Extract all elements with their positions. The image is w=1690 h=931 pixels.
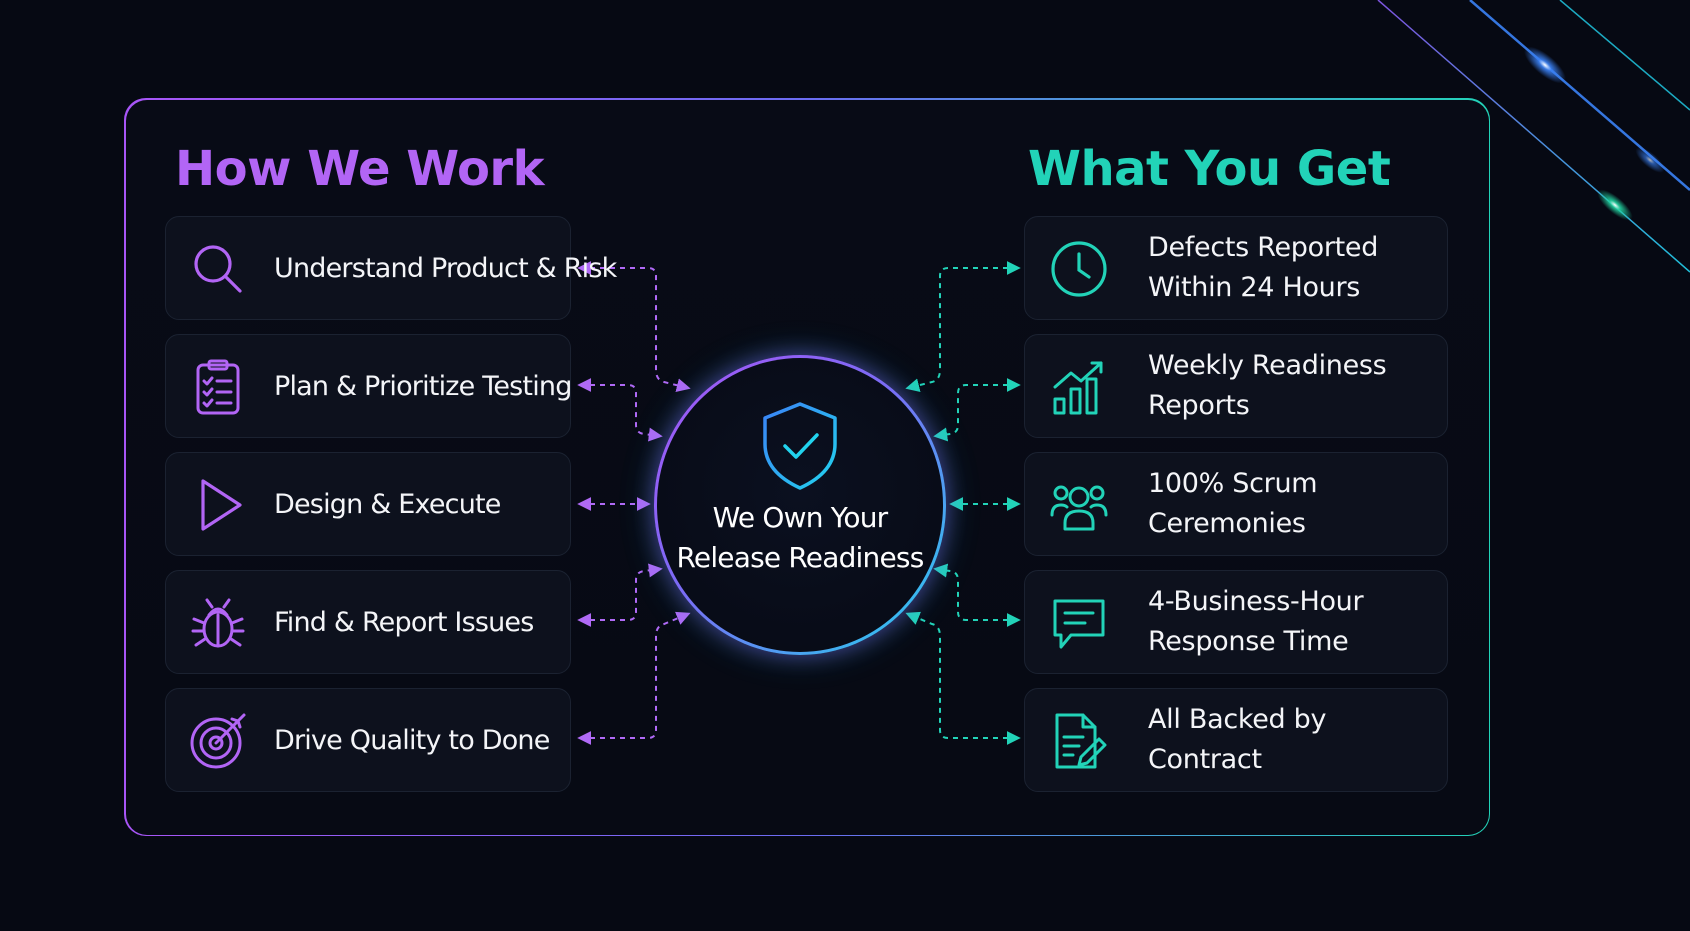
right-card-weekly: Weekly Readiness Reports (1024, 334, 1448, 438)
chat-bubble-icon (1049, 593, 1109, 653)
what-you-get-title: What You Get (1028, 141, 1391, 197)
left-card-label: Plan & Prioritize Testing (274, 370, 572, 402)
play-icon (188, 475, 248, 535)
signed-document-icon (1049, 711, 1109, 771)
right-card-line1: 100% Scrum (1148, 468, 1318, 499)
left-card-find: Find & Report Issues (165, 570, 571, 674)
center-text-line1: We Own Your (712, 501, 889, 534)
bar-chart-trend-icon (1049, 357, 1109, 417)
clock-icon (1049, 239, 1109, 299)
left-card-label: Drive Quality to Done (274, 724, 550, 756)
team-icon (1049, 475, 1109, 535)
left-card-understand: Understand Product & Risk (165, 216, 617, 320)
right-card-scrum: 100% Scrum Ceremonies (1024, 452, 1448, 556)
left-card-design: Design & Execute (165, 452, 571, 556)
left-card-label: Design & Execute (274, 488, 501, 520)
left-card-label: Understand Product & Risk (274, 252, 617, 284)
right-card-line2: Within 24 Hours (1148, 272, 1361, 303)
left-card-plan: Plan & Prioritize Testing (165, 334, 572, 438)
right-card-line2: Response Time (1148, 626, 1349, 657)
right-card-response: 4-Business-Hour Response Time (1024, 570, 1448, 674)
bug-icon (188, 593, 248, 653)
magnifier-icon (188, 239, 248, 299)
right-card-defects: Defects Reported Within 24 Hours (1024, 216, 1448, 320)
center-hub: We Own Your Release Readiness (654, 355, 946, 655)
right-card-line1: Weekly Readiness (1148, 350, 1387, 381)
shield-check-icon (757, 400, 843, 492)
right-card-line2: Ceremonies (1148, 508, 1306, 539)
right-card-line1: 4-Business-Hour (1148, 586, 1364, 617)
clipboard-checklist-icon (188, 357, 248, 417)
right-card-line1: Defects Reported (1148, 232, 1379, 263)
center-text-line2: Release Readiness (676, 541, 925, 574)
right-card-line1: All Backed by (1148, 704, 1327, 735)
left-card-label: Find & Report Issues (274, 606, 534, 638)
target-icon (188, 711, 248, 771)
right-card-line2: Reports (1148, 390, 1250, 421)
right-card-contract: All Backed by Contract (1024, 688, 1448, 792)
left-card-drive: Drive Quality to Done (165, 688, 571, 792)
how-we-work-title: How We Work (175, 141, 545, 197)
right-card-line2: Contract (1148, 744, 1262, 775)
